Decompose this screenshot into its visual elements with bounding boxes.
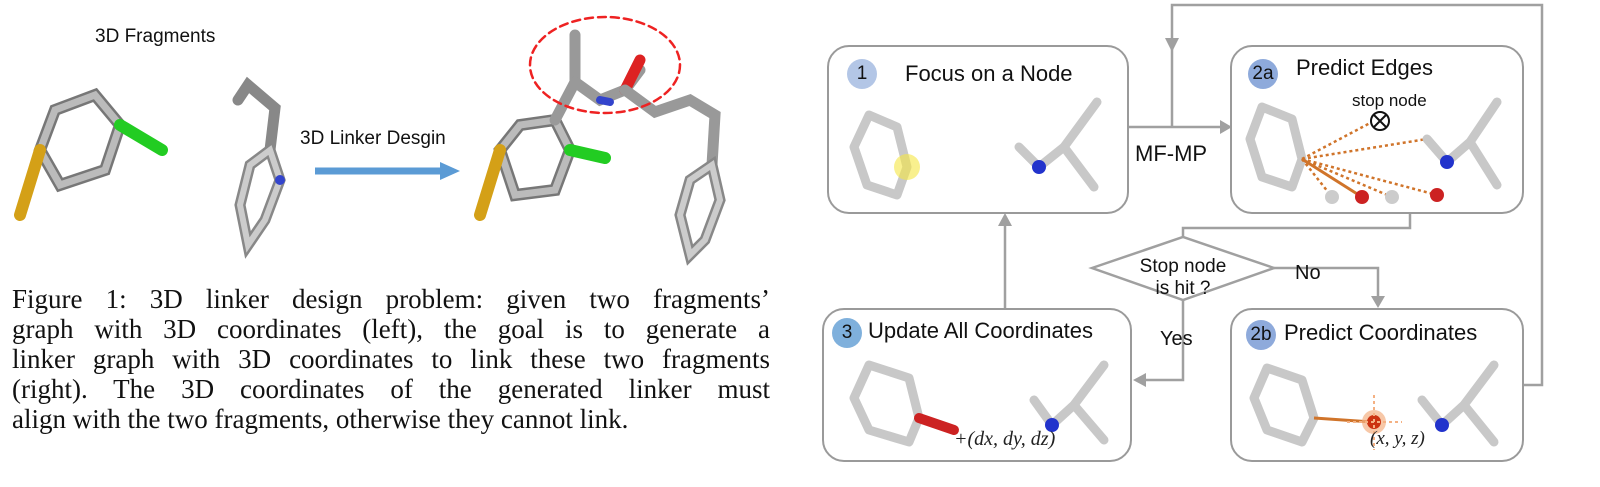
caption-line: Figure 1: 3D linker design problem: give… — [12, 284, 770, 314]
caption-line: align with the two fragments, otherwise … — [12, 404, 629, 434]
step3-title: Update All Coordinates — [868, 318, 1094, 343]
step2b-title: Predict Coordinates — [1284, 320, 1478, 345]
step2a-badge: 2a — [1248, 59, 1278, 89]
step1-badge: 1 — [847, 59, 877, 89]
decision-label-2: is hit ? — [1155, 278, 1211, 299]
delta-label: +(dx, dy, dz) — [954, 428, 1056, 450]
linked-molecule — [474, 15, 726, 266]
molecule-illustration — [14, 15, 726, 266]
stop-node-label: stop node — [1352, 91, 1427, 110]
step2b-box: 2b Predict Coordinates (x, y, z) — [1230, 308, 1524, 462]
yes-label: Yes — [1160, 328, 1193, 350]
caption-line: linker graph with 3D coordinates to link… — [12, 344, 770, 374]
fragment-b — [232, 76, 286, 259]
molecule-fragments — [849, 97, 1102, 200]
fragment-a — [14, 87, 168, 221]
design-arrow — [315, 162, 460, 180]
caption-line: graph with 3D coordinates (left), the go… — [12, 314, 770, 344]
linker-highlight — [528, 15, 682, 115]
decision-label: Stop node — [1139, 256, 1227, 277]
edge-prediction — [1245, 97, 1502, 204]
coordinate-prediction — [1249, 360, 1499, 450]
step1-box: 1 Focus on a Node — [827, 45, 1129, 214]
focus-node-highlight — [894, 154, 920, 180]
step2b-badge: 2b — [1246, 320, 1276, 350]
step2a-title: Predict Edges — [1296, 55, 1433, 80]
caption-line: (right). The 3D coordinates of the gener… — [12, 374, 770, 404]
no-label: No — [1295, 262, 1321, 284]
coordinate-label: (x, y, z) — [1370, 428, 1425, 449]
step3-box: 3 Update All Coordinates +(dx, dy, dz) — [822, 308, 1132, 462]
linker-design-label: 3D Linker Desgin — [300, 128, 446, 149]
step3-badge: 3 — [832, 318, 862, 348]
step2a-box: 2a Predict Edges stop node — [1230, 45, 1524, 214]
fragments-label: 3D Fragments — [95, 26, 216, 47]
mf-mp-label: MF-MP — [1135, 141, 1208, 166]
step1-title: Focus on a Node — [905, 61, 1073, 86]
updated-molecule — [849, 360, 1109, 447]
